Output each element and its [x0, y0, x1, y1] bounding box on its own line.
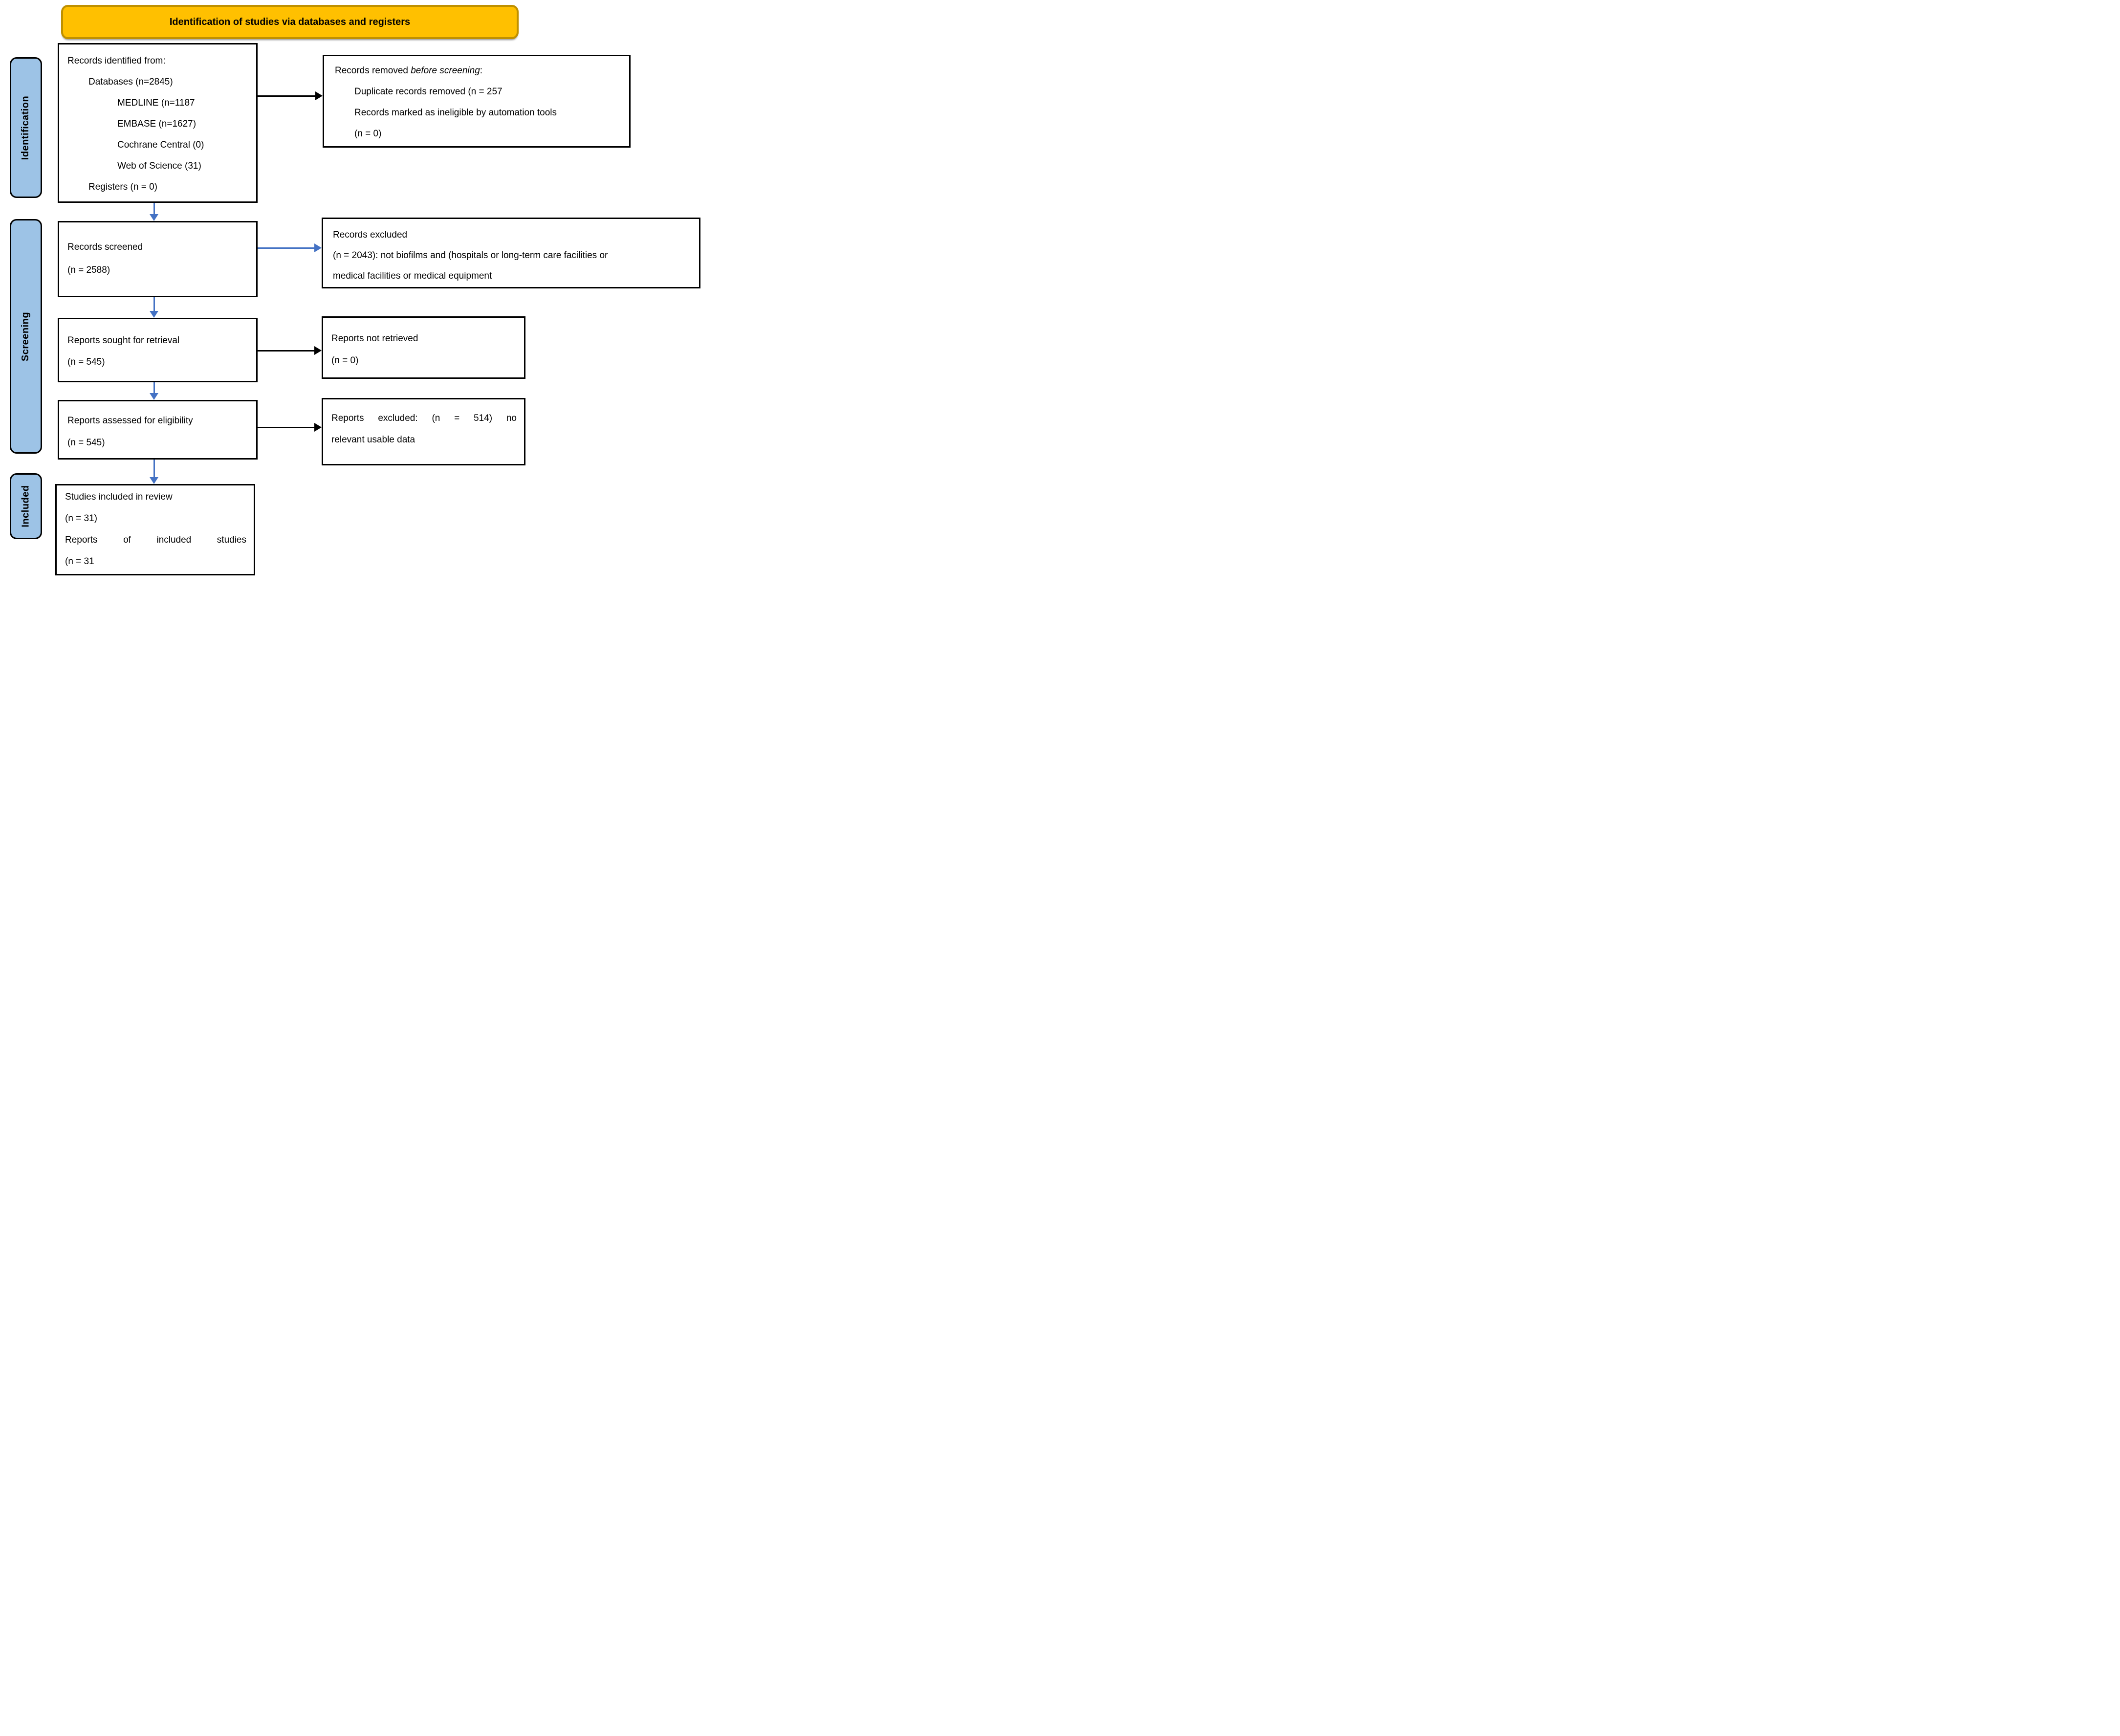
arrow-head-down-icon — [150, 311, 158, 318]
arrow-sought-to-not-retrieved — [258, 346, 322, 355]
stage-identification: Identification — [10, 57, 42, 198]
text-line: medical facilities or medical equipment — [333, 271, 492, 281]
arrow-head-down-icon — [150, 214, 158, 221]
text-line: (n = 545) — [67, 357, 105, 367]
arrow-shaft — [153, 297, 155, 311]
text-line: (n = 0) — [331, 355, 359, 366]
text-line: Records screened — [67, 242, 143, 252]
arrow-identified-to-screened — [150, 203, 158, 221]
arrow-head-down-icon — [150, 477, 158, 484]
text-segment-italic: before screening — [411, 66, 480, 76]
arrow-head-right-icon — [314, 423, 322, 432]
arrow-assessed-to-excluded — [258, 423, 322, 432]
text-line: Duplicate records removed (n = 257 — [354, 87, 503, 97]
arrow-shaft — [258, 247, 314, 249]
text-line: MEDLINE (n=1187 — [117, 98, 195, 108]
box-studies-included: Studies included in review (n = 31) Repo… — [55, 484, 255, 575]
box-reports-assessed: Reports assessed for eligibility (n = 54… — [58, 400, 258, 460]
arrow-shaft — [153, 382, 155, 393]
text-line: Registers (n = 0) — [88, 182, 157, 192]
text-line: Records excluded — [333, 230, 408, 240]
stage-included-label: Included — [20, 485, 31, 527]
arrow-shaft — [258, 427, 314, 428]
box-reports-not-retrieved: Reports not retrieved (n = 0) — [322, 316, 525, 379]
text-line: (n = 545) — [67, 438, 105, 448]
arrow-shaft — [153, 203, 155, 214]
text-line: Databases (n=2845) — [88, 77, 173, 87]
arrow-identified-to-removed — [258, 91, 323, 100]
arrow-shaft — [258, 350, 314, 352]
text-line: EMBASE (n=1627) — [117, 119, 197, 129]
arrow-head-down-icon — [150, 393, 158, 400]
text-line: Reports not retrieved — [331, 333, 418, 344]
text-segment: Records removed — [335, 66, 411, 76]
arrow-screened-to-excluded — [258, 243, 322, 252]
arrow-shaft — [153, 460, 155, 477]
text-line: relevant usable data — [331, 435, 415, 445]
text-line: (n = 2043): not biofilms and (hospitals … — [333, 250, 608, 261]
text-line: Reports of included studies — [65, 535, 246, 545]
arrow-head-right-icon — [314, 346, 322, 355]
text-line: (n = 0) — [354, 129, 382, 139]
box-records-removed: Records removed before screening: Duplic… — [323, 55, 631, 148]
box-records-excluded: Records excluded (n = 2043): not biofilm… — [322, 218, 700, 288]
text-line: (n = 2588) — [67, 265, 110, 275]
arrow-sought-to-assessed — [150, 382, 158, 400]
text-line: Records identified from: — [67, 56, 166, 66]
arrow-screened-to-sought — [150, 297, 158, 318]
banner: Identification of studies via databases … — [61, 5, 519, 39]
stage-identification-label: Identification — [20, 95, 31, 160]
text-line: (n = 31 — [65, 556, 94, 567]
stage-screening-label: Screening — [20, 311, 31, 361]
stage-included: Included — [10, 473, 42, 539]
text-line: Records marked as ineligible by automati… — [354, 108, 557, 118]
text-line: Reports excluded: (n = 514) no — [331, 413, 517, 423]
text-line: Reports sought for retrieval — [67, 335, 180, 346]
stage-screening: Screening — [10, 219, 42, 454]
arrow-shaft — [258, 95, 315, 97]
arrow-head-right-icon — [314, 243, 322, 252]
text-line: Cochrane Central (0) — [117, 140, 204, 150]
box-records-identified: Records identified from: Databases (n=28… — [58, 43, 258, 203]
text-line: Reports assessed for eligibility — [67, 416, 193, 426]
text-segment: : — [480, 66, 483, 76]
box-reports-excluded: Reports excluded: (n = 514) no relevant … — [322, 398, 525, 465]
prisma-flow-diagram: Identification of studies via databases … — [0, 0, 707, 579]
text-line: Records removed before screening: — [335, 60, 629, 81]
text-line: Studies included in review — [65, 492, 173, 502]
banner-title: Identification of studies via databases … — [169, 16, 411, 27]
arrow-assessed-to-included — [150, 460, 158, 484]
arrow-head-right-icon — [315, 91, 323, 100]
text-line: (n = 31) — [65, 513, 98, 524]
text-line: Web of Science (31) — [117, 161, 201, 171]
box-reports-sought: Reports sought for retrieval (n = 545) — [58, 318, 258, 382]
box-records-screened: Records screened (n = 2588) — [58, 221, 258, 297]
